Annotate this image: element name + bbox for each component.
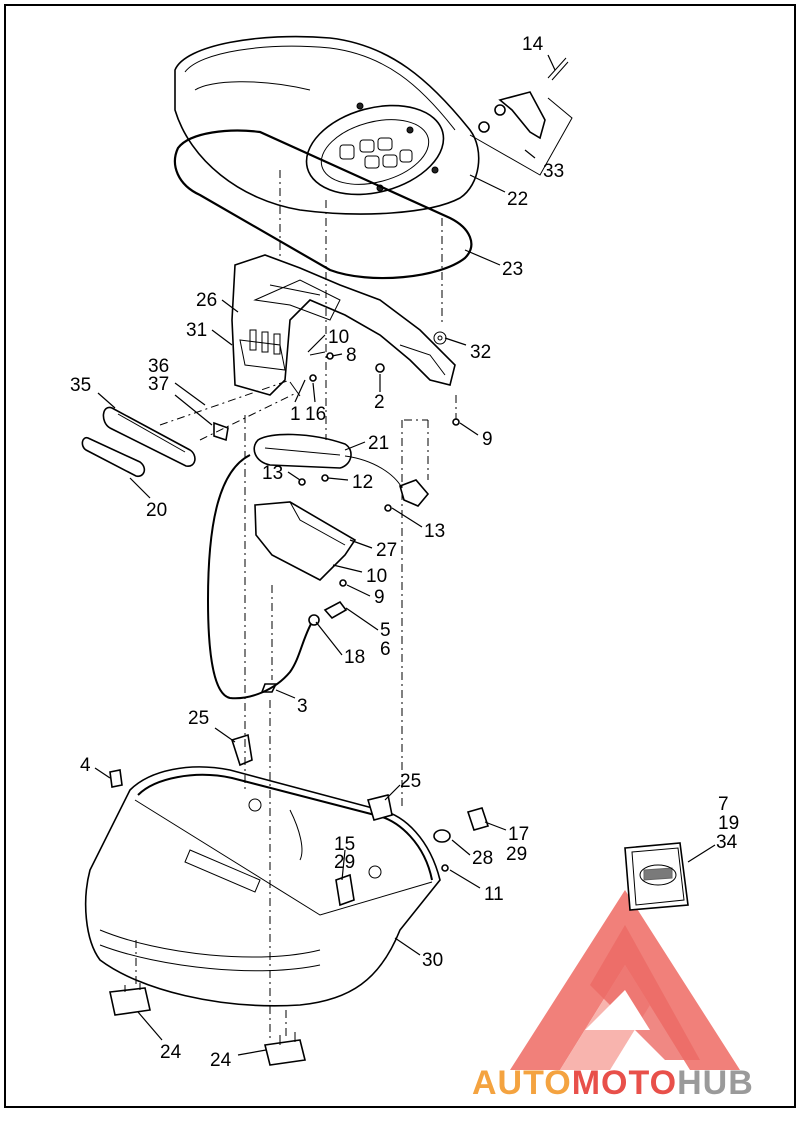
callout-21: 21 (368, 433, 389, 454)
callout-34: 34 (716, 832, 738, 853)
callout-9-upper: 9 (482, 429, 493, 450)
alignment-lines (135, 170, 457, 1040)
saddlebag-body (84, 766, 441, 1007)
callout-33: 33 (543, 161, 564, 182)
callout-29-right: 29 (506, 844, 527, 865)
callout-7: 7 (718, 794, 729, 815)
mount-clips (109, 983, 306, 1066)
callout-18: 18 (344, 647, 365, 668)
callout-36: 36 (148, 356, 169, 377)
lamp-housing (253, 433, 430, 581)
callout-11: 11 (484, 884, 504, 905)
callout-8: 8 (346, 345, 357, 366)
callout-19: 19 (718, 813, 739, 834)
small-hardware (109, 351, 460, 788)
callout-20: 20 (146, 500, 167, 521)
callout-1: 1 (290, 404, 301, 425)
reflector-assembly (81, 406, 229, 478)
callout-32: 32 (470, 342, 491, 363)
inner-liner-frame (231, 254, 456, 396)
callout-2: 2 (374, 392, 385, 413)
callout-3: 3 (297, 696, 308, 717)
callout-25-left: 25 (188, 708, 209, 729)
callout-14: 14 (522, 34, 544, 55)
diagram-frame (4, 4, 796, 1108)
watermark-moto: MOTO (572, 1064, 677, 1102)
callout-29-left: 29 (334, 852, 355, 873)
watermark-text: AUTOMOTOHUB (472, 1064, 754, 1102)
callout-13-right: 13 (424, 521, 445, 542)
wire-harness (206, 454, 348, 700)
lid-gasket (173, 129, 473, 280)
watermark-auto: AUTO (472, 1064, 572, 1102)
callout-9-lower: 9 (374, 587, 385, 608)
side-brackets (230, 733, 490, 907)
callout-24-left: 24 (160, 1042, 182, 1063)
callout-31: 31 (186, 320, 207, 341)
callout-27: 27 (376, 540, 397, 561)
callout-28: 28 (472, 848, 493, 869)
callout-15: 15 (334, 834, 355, 855)
saddlebag-lid (174, 35, 480, 215)
callout-6: 6 (380, 639, 391, 660)
callout-35: 35 (70, 375, 91, 396)
watermark-hub: HUB (677, 1064, 754, 1102)
decal-emblem (624, 842, 689, 911)
callout-17: 17 (508, 824, 529, 845)
callout-10-upper: 10 (328, 327, 349, 348)
callout-22: 22 (507, 189, 528, 210)
callout-23: 23 (502, 259, 523, 280)
callout-30: 30 (422, 950, 443, 971)
callout-26: 26 (196, 290, 217, 311)
watermark-logo (510, 890, 740, 1070)
svg-text:AUTOMOTOHUB: AUTOMOTOHUB (472, 1064, 754, 1102)
callout-16: 16 (305, 404, 326, 425)
callout-5: 5 (380, 620, 391, 641)
callout-4: 4 (80, 755, 91, 776)
latch-assembly (469, 57, 573, 176)
leader-lines (94, 54, 716, 1056)
callout-25-right: 25 (400, 771, 421, 792)
callout-10-lower: 10 (366, 566, 387, 587)
callout-labels: 14 33 22 23 26 31 10 8 32 36 37 35 2 1 1… (70, 34, 739, 1071)
callout-12: 12 (352, 472, 373, 493)
callout-13-left: 13 (262, 463, 283, 484)
callout-24-right: 24 (210, 1050, 232, 1071)
callout-37: 37 (148, 374, 169, 395)
